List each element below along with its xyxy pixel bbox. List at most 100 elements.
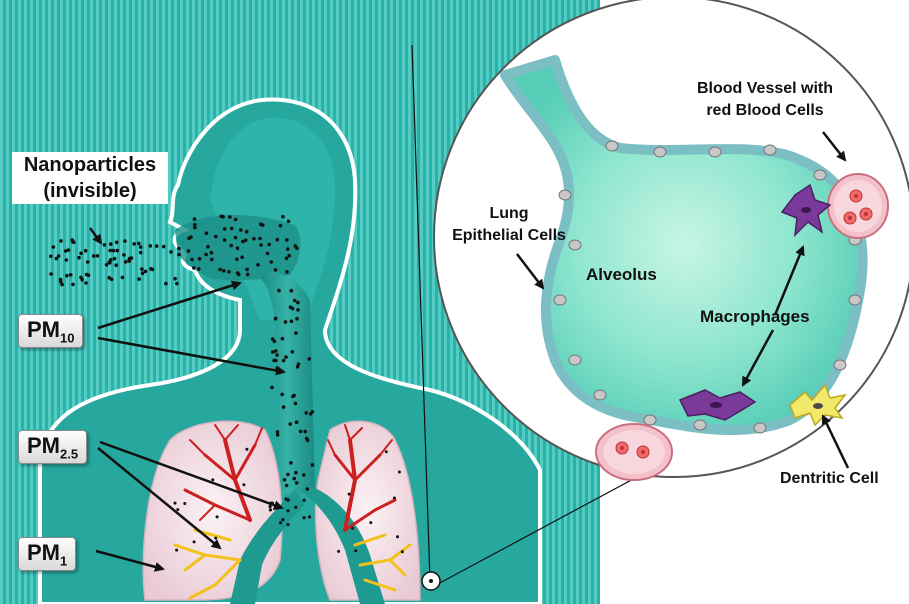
particle-dot [169,250,173,254]
particle-dot [71,283,75,287]
particle-dot [369,521,372,524]
label-nanoparticles-line1: Nanoparticles [15,152,165,178]
particle-dot [109,258,113,262]
particle-dot [290,320,294,324]
particle-dot [245,230,249,234]
particle-dot [385,450,388,453]
particle-dot [289,461,293,465]
particle-dot [236,246,240,250]
particle-dot [291,395,295,399]
particle-dot [294,402,298,406]
particle-dot [239,228,243,232]
particle-dot [259,243,263,247]
particle-dot [269,508,272,511]
particle-dot [287,220,291,224]
particle-dot [218,268,222,272]
label-pm10-main: PM [27,317,60,342]
particle-dot [311,463,315,467]
epithelial-cell-nucleus [594,390,606,400]
particle-dot [79,276,83,280]
particle-dot [271,350,275,354]
particle-dot [274,317,278,321]
particle-dot [282,359,286,363]
particle-dot [285,484,289,488]
particle-dot [299,430,303,434]
epithelial-cell-nucleus [569,355,581,365]
label-alveolus: Alveolus [586,265,657,285]
particle-dot [302,516,305,519]
particle-dot [237,273,241,277]
label-lung-epithelial: Lung Epithelial Cells [440,203,578,247]
particle-dot [210,251,214,255]
particle-dot [137,277,141,281]
particle-dot [277,289,281,293]
particle-dot [187,249,191,253]
particle-dot [296,308,300,312]
particle-dot [114,263,118,267]
particle-dot [256,263,260,267]
particle-dot [273,340,277,344]
particle-dot [175,549,178,552]
particle-dot [294,506,297,509]
particle-dot [173,277,177,281]
label-pm10-sub: 10 [60,330,74,345]
particle-dot [284,355,288,359]
particle-dot [306,487,310,491]
particle-dot [230,227,234,231]
particle-dot [311,410,315,414]
particle-dot [69,273,73,277]
particle-dot [105,263,109,267]
particle-dot [281,215,285,219]
particle-dot [204,253,208,257]
particle-dot [283,478,287,482]
particle-dot [308,357,312,361]
particle-dot [396,535,399,538]
particle-dot [295,481,299,485]
particle-dot [60,283,64,287]
particle-dot [65,274,69,278]
particle-dot [281,518,284,521]
label-lung-epithelial-line1: Lung [440,203,578,225]
particle-dot [235,258,239,262]
particle-dot [274,268,278,272]
epithelial-cell-nucleus [764,145,776,155]
particle-dot [282,405,286,409]
particle-dot [276,430,280,434]
particle-dot [351,527,354,530]
particle-dot [65,258,69,262]
particle-dot [274,359,278,363]
particle-dot [270,260,274,264]
particle-dot [302,473,306,477]
particle-dot [211,478,214,481]
particle-dot [124,260,128,264]
particle-dot [190,258,194,262]
particle-dot [155,244,159,248]
particle-dot [286,509,289,512]
particle-dot [306,438,310,442]
particle-dot [285,257,289,261]
epithelial-cell-nucleus [814,170,826,180]
particle-dot [162,245,166,249]
particle-dot [115,241,119,245]
particle-dot [174,502,177,505]
particle-dot [198,257,202,261]
particle-dot [108,249,112,253]
epithelial-cell-nucleus [554,295,566,305]
epithelial-cell-nucleus [709,147,721,157]
particle-dot [149,267,153,271]
particle-dot [214,235,218,239]
particle-dot [285,238,289,242]
particle-dot [337,550,340,553]
particle-dot [293,299,297,303]
particle-dot [116,249,120,253]
particle-dot [139,251,143,255]
particle-dot [229,244,233,248]
label-blood-vessel-line1: Blood Vessel with [650,78,880,100]
particle-dot [291,350,295,354]
particle-dot [183,502,186,505]
particle-dot [206,245,210,249]
particle-dot [137,242,141,246]
particle-dot [288,422,292,426]
particle-dot [205,231,209,235]
particle-dot [222,269,226,273]
